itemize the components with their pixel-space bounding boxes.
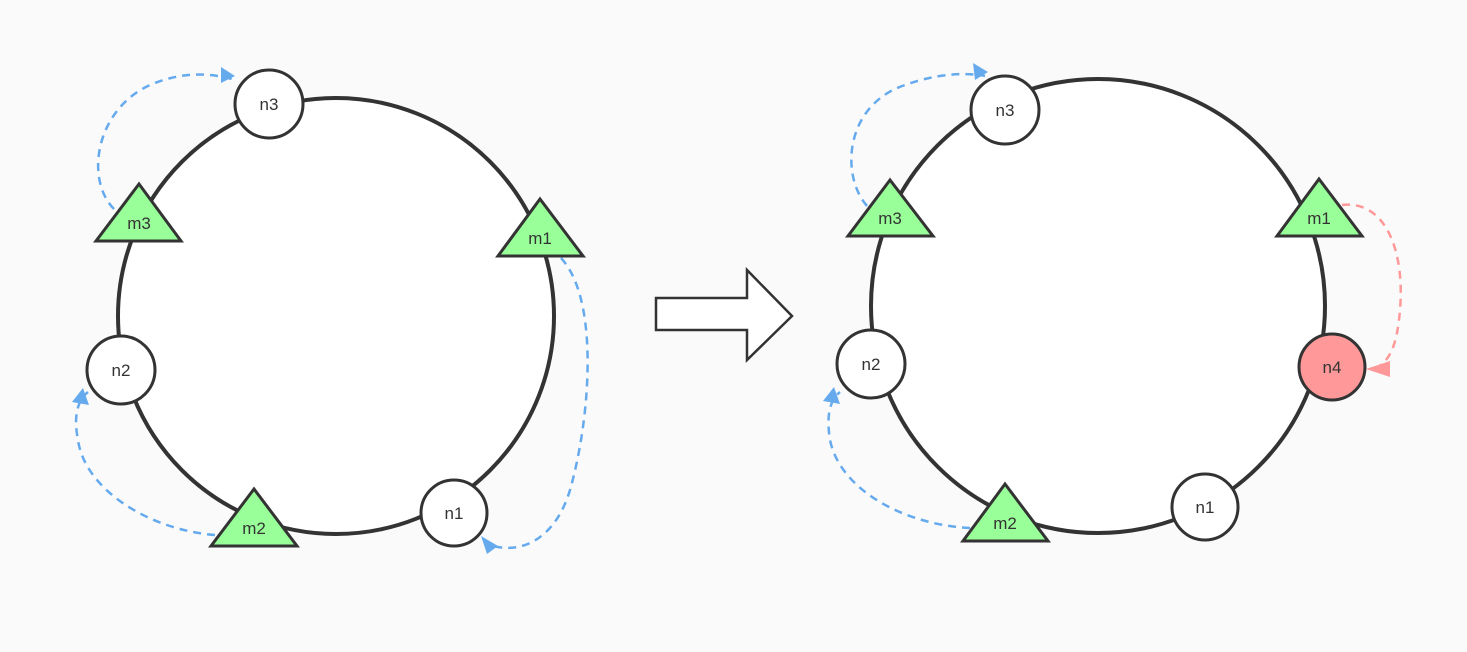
link-m2-to-n2 xyxy=(827,391,971,530)
marker-label: m3 xyxy=(127,214,151,233)
marker-m3-before: m3 xyxy=(92,181,184,243)
marker-m2-before: m2 xyxy=(207,486,301,548)
node-label: n2 xyxy=(862,355,881,374)
ring-after: n3 n2 n1 n4 m3 m1 m2 xyxy=(823,63,1402,543)
link-m3-to-n3 xyxy=(850,72,986,207)
arrowhead-m3-to-n3 xyxy=(221,67,235,83)
node-label: n4 xyxy=(1323,358,1342,377)
node-label: n2 xyxy=(112,361,131,380)
arrowhead-m3-to-n3 xyxy=(973,63,988,80)
transition-arrow xyxy=(654,266,794,363)
marker-label: m2 xyxy=(242,519,266,538)
node-label: n3 xyxy=(260,95,279,114)
marker-label: m1 xyxy=(1307,209,1331,228)
node-n2-after: n2 xyxy=(835,328,907,400)
link-m1-to-n1 xyxy=(489,257,589,550)
arrowhead-m1-to-n4 xyxy=(1366,361,1390,377)
marker-label: m2 xyxy=(993,514,1017,533)
marker-m2-after: m2 xyxy=(960,481,1052,543)
node-label: n3 xyxy=(996,101,1015,120)
marker-label: m1 xyxy=(528,229,552,248)
node-n3-before: n3 xyxy=(233,68,305,140)
link-m1-to-n4 xyxy=(1341,203,1402,372)
marker-m1-before: m1 xyxy=(495,196,587,258)
ring-before: n3 n2 n1 m3 m1 m2 xyxy=(72,67,589,554)
ring-circle-after xyxy=(869,77,1327,535)
node-label: n1 xyxy=(445,504,464,523)
arrowhead-m1-to-n1 xyxy=(481,536,498,554)
node-n4-after: n4 xyxy=(1297,332,1367,402)
marker-label: m3 xyxy=(878,209,902,228)
arrowhead-m2-to-n2 xyxy=(823,387,840,404)
arrowhead-m2-to-n2 xyxy=(72,388,89,405)
link-m3-to-n3 xyxy=(96,73,236,210)
node-n1-after: n1 xyxy=(1170,472,1240,542)
node-n2-before: n2 xyxy=(85,334,157,406)
marker-m3-after: m3 xyxy=(845,177,937,238)
node-n3-after: n3 xyxy=(969,74,1041,146)
ring-circle-before xyxy=(116,96,556,536)
marker-m1-after: m1 xyxy=(1274,176,1366,238)
node-label: n1 xyxy=(1196,498,1215,517)
link-m2-to-n2 xyxy=(74,391,216,537)
node-n1-before: n1 xyxy=(419,478,489,548)
